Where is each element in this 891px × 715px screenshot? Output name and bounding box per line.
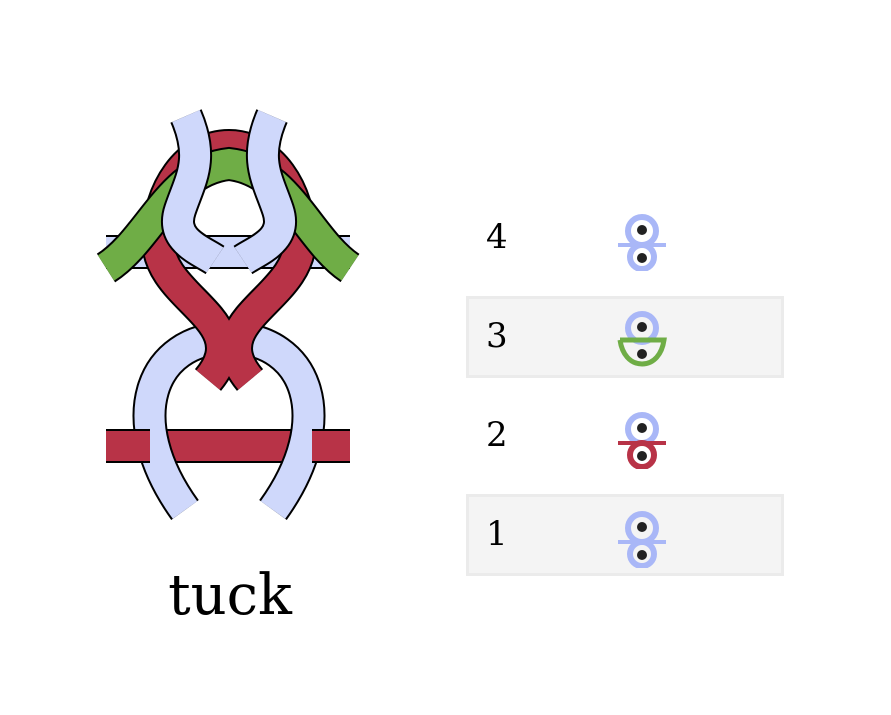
row-4: 4 (466, 197, 784, 279)
knit-stitch-icon (618, 214, 666, 271)
row-number: 1 (486, 514, 508, 554)
row-number: 2 (486, 415, 508, 455)
row-2: 2 (466, 395, 784, 477)
green-float (96, 146, 361, 283)
red-tuck-loop (140, 128, 318, 391)
row-legend: 4 3 2 1 (466, 197, 784, 593)
tuck-stitch-icon (617, 311, 667, 367)
stitch-caption: tuck (168, 563, 292, 628)
blue-loop-top (161, 109, 297, 275)
row-1: 1 (466, 494, 784, 576)
knit-stitch-icon (618, 511, 666, 568)
knit-stitch-icon (618, 412, 666, 469)
row-number: 3 (486, 316, 508, 356)
row-number: 4 (486, 217, 508, 257)
row-3: 3 (466, 296, 784, 378)
